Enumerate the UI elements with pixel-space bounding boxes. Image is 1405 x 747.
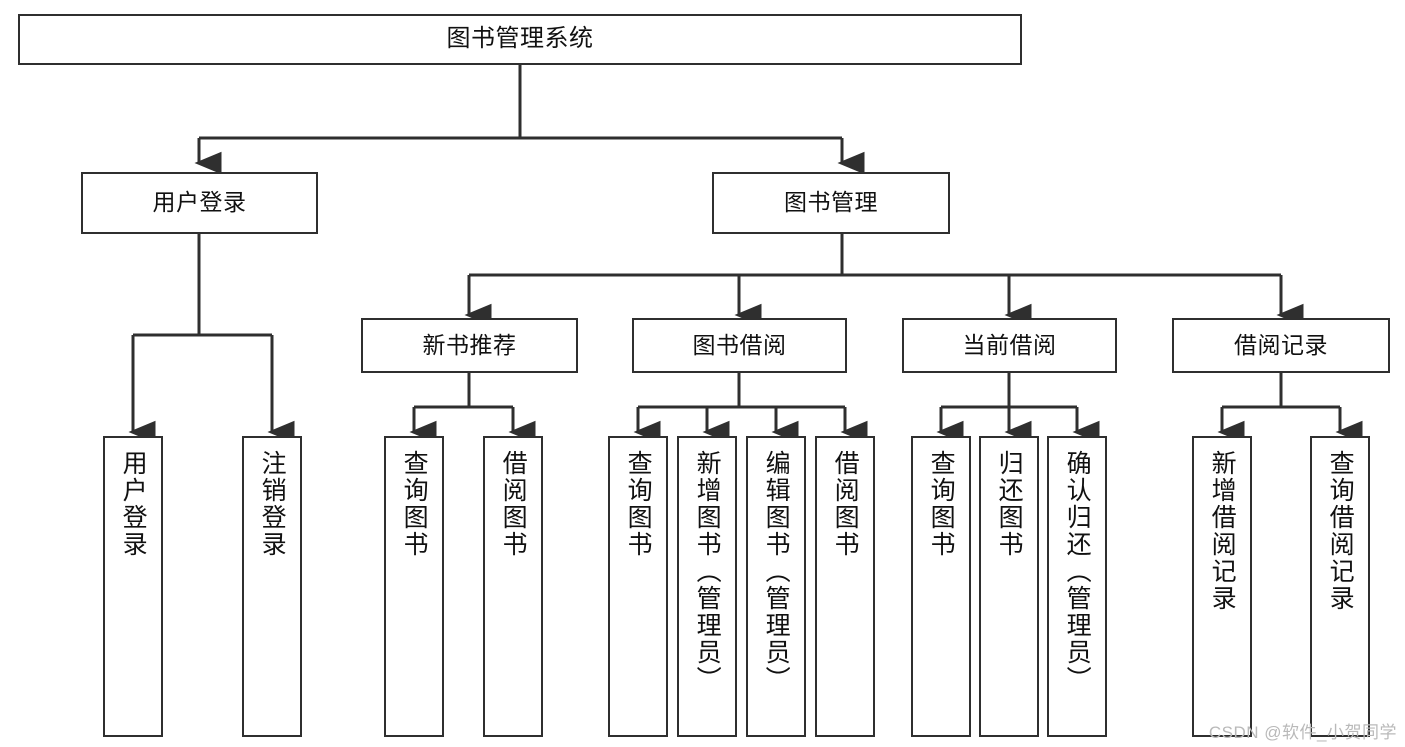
node-root-book-management-system[interactable]: 图书管理系统	[18, 14, 1022, 65]
leaf-query-book-current[interactable]: 查询图书	[911, 436, 971, 737]
leaf-borrow-book-recommend[interactable]: 借阅图书	[483, 436, 543, 737]
node-label: 用户登录	[119, 450, 148, 558]
node-label: 借阅图书	[499, 450, 528, 558]
node-label: 图书借阅	[692, 331, 787, 358]
csdn-watermark: CSDN @软件_小贺同学	[1208, 723, 1397, 742]
node-label: 注销登录	[258, 450, 287, 558]
leaf-logout-login[interactable]: 注销登录	[242, 436, 302, 737]
leaf-edit-book-admin[interactable]: 编辑图书（管理员）	[746, 436, 806, 737]
node-label: 查询借阅记录	[1326, 450, 1355, 612]
leaf-add-book-admin[interactable]: 新增图书（管理员）	[677, 436, 737, 737]
node-label: 新增图书（管理员）	[693, 450, 722, 693]
leaf-add-borrow-record[interactable]: 新增借阅记录	[1192, 436, 1252, 737]
node-label: 当前借阅	[962, 331, 1057, 358]
node-book-borrow[interactable]: 图书借阅	[632, 318, 847, 373]
node-label: 查询图书	[927, 450, 956, 558]
node-user-login[interactable]: 用户登录	[81, 172, 318, 234]
node-label: 查询图书	[624, 450, 653, 558]
node-label: 借阅图书	[831, 450, 860, 558]
node-borrow-record[interactable]: 借阅记录	[1172, 318, 1390, 373]
node-label: 图书管理	[784, 189, 878, 216]
leaf-query-borrow-record[interactable]: 查询借阅记录	[1310, 436, 1370, 737]
node-label: 新增借阅记录	[1208, 450, 1237, 612]
node-label: 借阅记录	[1234, 331, 1328, 358]
node-label: 确认归还（管理员）	[1063, 450, 1092, 693]
node-label: 图书管理系统	[446, 25, 594, 53]
node-label: 查询图书	[400, 450, 429, 558]
node-book-management[interactable]: 图书管理	[712, 172, 950, 234]
node-current-borrow[interactable]: 当前借阅	[902, 318, 1117, 373]
leaf-confirm-return-admin[interactable]: 确认归还（管理员）	[1047, 436, 1107, 737]
node-label: 编辑图书（管理员）	[762, 450, 791, 693]
node-new-book-recommend[interactable]: 新书推荐	[361, 318, 578, 373]
leaf-borrow-book[interactable]: 借阅图书	[815, 436, 875, 737]
leaf-query-book-borrow[interactable]: 查询图书	[608, 436, 668, 737]
node-label: 归还图书	[995, 450, 1024, 558]
node-label: 新书推荐	[422, 331, 517, 358]
leaf-return-book[interactable]: 归还图书	[979, 436, 1039, 737]
node-label: 用户登录	[152, 189, 247, 216]
leaf-user-login[interactable]: 用户登录	[103, 436, 163, 737]
leaf-query-book-recommend[interactable]: 查询图书	[384, 436, 444, 737]
